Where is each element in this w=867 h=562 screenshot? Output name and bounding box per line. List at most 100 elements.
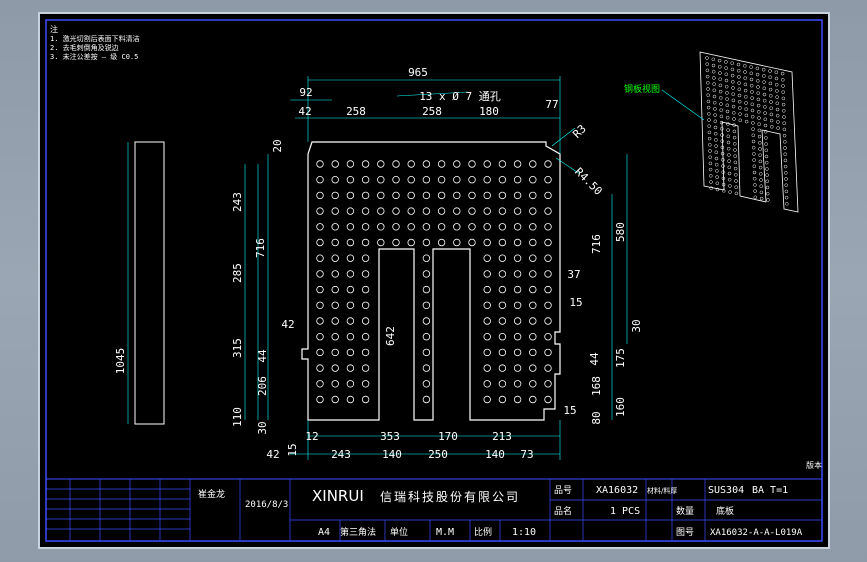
iso-hole <box>763 117 768 122</box>
iso-hole <box>775 113 780 118</box>
iso-hole <box>708 155 712 159</box>
iso-hole <box>759 190 764 195</box>
iso-hole <box>756 91 760 95</box>
iso-hole <box>762 92 767 97</box>
dim-140a: 140 <box>382 448 402 461</box>
iso-hole <box>761 67 766 72</box>
plate-hole <box>316 175 324 184</box>
dim-30-right: 30 <box>630 319 643 332</box>
iso-hole <box>750 102 755 107</box>
plate-hole <box>331 333 339 341</box>
plate-hole <box>544 254 552 262</box>
plate-hole <box>544 270 552 278</box>
iso-hole <box>749 71 754 76</box>
iso-hole <box>743 64 747 68</box>
dim-258a: 258 <box>346 105 366 118</box>
plate-hole <box>529 191 537 200</box>
dim-243-left: 243 <box>231 192 244 212</box>
plate-hole <box>483 380 491 388</box>
iso-hole <box>724 84 729 89</box>
plate-hole <box>407 238 415 247</box>
dim-77: 77 <box>545 98 558 111</box>
plate-hole <box>392 238 400 247</box>
dim-44-right: 44 <box>588 352 601 366</box>
iso-hole <box>728 190 732 194</box>
dim-716-left: 716 <box>254 238 267 258</box>
iso-hole <box>782 121 786 125</box>
iso-hole <box>737 81 741 85</box>
plate-hole <box>392 160 400 168</box>
iso-hole <box>782 115 786 119</box>
iso-hole <box>752 170 757 175</box>
plate-hole <box>483 395 491 404</box>
iso-hole <box>751 121 755 125</box>
iso-hole <box>755 72 760 77</box>
dim-213: 213 <box>492 430 512 443</box>
plate-hole <box>316 254 324 262</box>
iso-hole <box>712 82 716 86</box>
iso-hole <box>732 129 737 134</box>
plate-hole <box>498 223 507 231</box>
plate-hole <box>498 238 507 247</box>
plate-hole <box>453 223 461 231</box>
part-name: 底板 <box>716 505 734 517</box>
iso-hole <box>724 66 728 70</box>
plate-hole <box>422 395 431 404</box>
iso-hole <box>726 128 730 132</box>
iso-hole <box>753 195 758 200</box>
plate-hole <box>529 333 537 341</box>
plate-hole <box>346 160 355 168</box>
plate-hole <box>483 364 491 372</box>
iso-hole <box>783 152 787 156</box>
iso-hole <box>718 65 722 69</box>
plate-hole <box>529 317 537 325</box>
name-label: 品名 <box>554 505 572 517</box>
iso-hole <box>708 143 712 147</box>
iso-hole <box>750 96 754 100</box>
plate-hole <box>392 223 400 231</box>
iso-hole <box>726 134 731 139</box>
plate-hole <box>513 333 522 341</box>
plate-hole <box>498 348 507 357</box>
cad-viewport[interactable]: 注 1. 激光切割后表面下料清洁 2. 去毛刺倒角及锐边 3. 未注公差按 — … <box>38 12 830 549</box>
iso-hole <box>726 122 730 126</box>
iso-hole <box>720 151 725 156</box>
dim-160: 160 <box>614 397 627 417</box>
plate-hole <box>361 395 370 404</box>
iso-hole <box>718 71 722 75</box>
iso-hole <box>709 186 713 190</box>
plate-hole <box>331 207 339 215</box>
iso-hole <box>775 107 780 112</box>
iso-hole <box>769 112 774 117</box>
part-no: XA16032 <box>596 485 638 496</box>
iso-hole <box>708 167 713 172</box>
dim-15-low: 15 <box>563 404 576 417</box>
iso-hole <box>719 114 724 119</box>
plate-hole <box>529 301 537 309</box>
iso-hole <box>783 164 788 169</box>
plate-hole <box>346 333 355 341</box>
iso-hole <box>733 160 738 165</box>
iso-hole <box>725 103 730 108</box>
company-cn: 信瑞科技股份有限公司 <box>380 490 520 504</box>
iso-hole <box>724 78 729 83</box>
drawing-canvas[interactable]: 注 1. 激光切割后表面下料清洁 2. 去毛刺倒角及锐边 3. 未注公差按 — … <box>40 14 828 547</box>
iso-hole <box>721 176 726 181</box>
plate-hole <box>422 270 431 278</box>
plate-hole <box>483 191 491 200</box>
plate-hole <box>453 175 461 184</box>
plate-hole <box>316 223 324 231</box>
iso-hole <box>768 75 772 79</box>
iso-hole <box>737 99 742 104</box>
iso-hole <box>728 184 732 188</box>
iso-hole <box>711 57 716 62</box>
material-label: 材料/料厚 <box>647 486 677 495</box>
dim-110: 110 <box>231 407 244 427</box>
plate-hole <box>316 348 324 357</box>
iso-hole <box>711 63 716 68</box>
plate-hole <box>316 317 324 325</box>
iso-hole <box>734 191 739 196</box>
iso-hole <box>776 120 780 124</box>
dimension-lines <box>244 76 628 460</box>
iso-hole <box>721 182 726 187</box>
